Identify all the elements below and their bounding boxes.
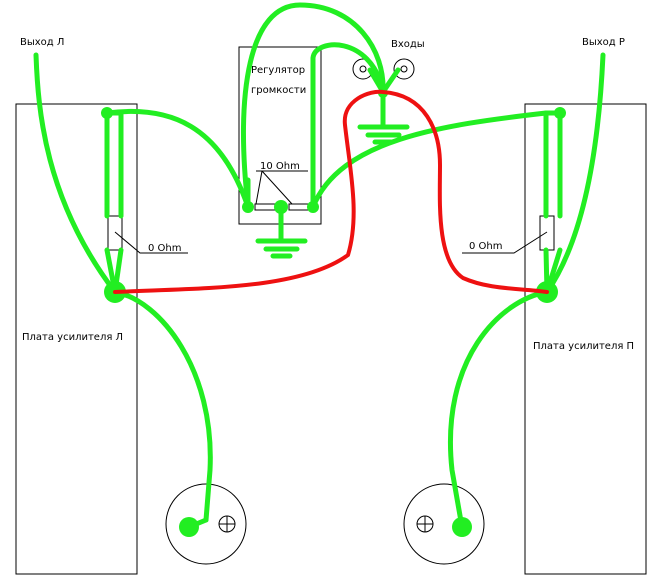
- resistor-0-left-leader: [114, 231, 188, 254]
- label-volume-line1: Регулятор: [251, 65, 305, 76]
- label-out-left: Выход Л: [20, 37, 64, 48]
- junction-dots: [101, 88, 566, 537]
- resistor-10-ohm-a: [254, 203, 278, 211]
- label-resistor-0-left: 0 Ohm: [148, 243, 182, 254]
- label-board-right: Плата усилителя П: [533, 341, 634, 352]
- label-resistor-10: 10 Ohm: [260, 161, 300, 172]
- ground-wire-red: [113, 89, 549, 294]
- resistor-10-leader: [255, 170, 308, 205]
- right-amplifier-board: [524, 103, 647, 575]
- left-amplifier-board: [15, 103, 138, 575]
- input-jack-right-pin: [400, 65, 408, 73]
- speaker-terminal-left: [165, 483, 247, 565]
- label-inputs: Входы: [391, 39, 425, 50]
- speaker-terminal-right: [403, 483, 485, 565]
- resistor-0-right-leader: [462, 231, 548, 254]
- label-board-left: Плата усилителя Л: [22, 332, 123, 343]
- label-resistor-0-right: 0 Ohm: [469, 241, 503, 252]
- signal-wires: [33, 2, 606, 530]
- input-jack-left-pin: [359, 65, 367, 73]
- label-volume-line2: громкости: [251, 85, 306, 96]
- label-out-right: Выход Р: [582, 37, 625, 48]
- resistor-0-ohm-right: [539, 215, 555, 251]
- resistor-0-ohm-left: [107, 215, 123, 251]
